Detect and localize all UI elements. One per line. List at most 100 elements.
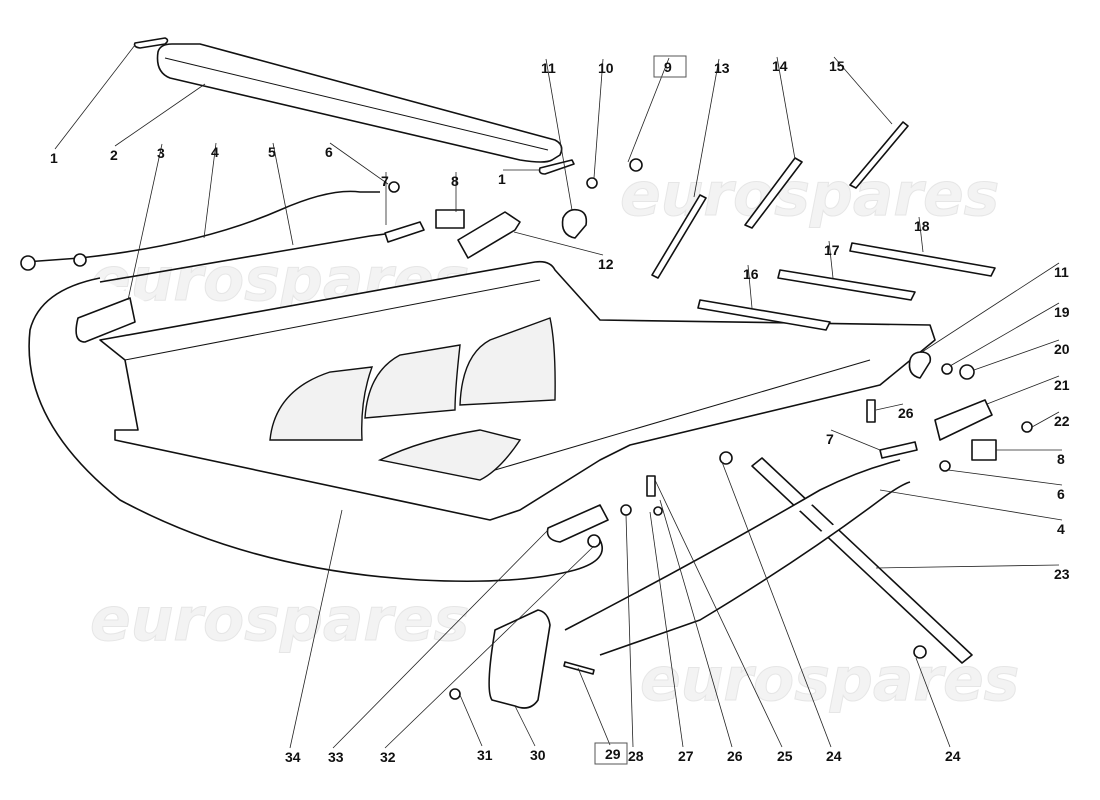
part-stud-26-lower[interactable] [646, 475, 656, 497]
callout-c32[interactable]: 32 [380, 749, 396, 765]
leader-line-c15 [833, 56, 893, 125]
callout-box-c29 [594, 742, 628, 765]
callout-c27[interactable]: 27 [678, 748, 694, 764]
part-stud-7-upper[interactable] [384, 221, 425, 243]
part-spoiler-bar[interactable] [156, 43, 563, 163]
part-nut-20[interactable] [959, 364, 975, 380]
callout-c29[interactable]: 29 [605, 746, 621, 762]
part-stud-7-lower[interactable] [879, 441, 918, 459]
part-bracket-33[interactable] [546, 504, 609, 543]
part-cable-lower[interactable] [564, 459, 911, 656]
part-slat-17[interactable] [777, 269, 916, 301]
callout-c12[interactable]: 12 [598, 256, 614, 272]
part-grommet-32[interactable] [587, 534, 601, 548]
part-engine-lid-tray[interactable] [99, 260, 936, 521]
callout-c13[interactable]: 13 [714, 60, 730, 76]
part-louvre-13[interactable] [651, 194, 707, 279]
part-block-8-upper[interactable] [435, 209, 465, 229]
callout-c14[interactable]: 14 [772, 58, 788, 74]
callout-c31[interactable]: 31 [477, 747, 493, 763]
part-bolt-6-upper[interactable] [388, 181, 400, 193]
callout-c6b[interactable]: 6 [1057, 486, 1065, 502]
callout-c25[interactable]: 25 [777, 748, 793, 764]
callout-c21[interactable]: 21 [1054, 377, 1070, 393]
callout-c28[interactable]: 28 [628, 748, 644, 764]
part-ball-stud-24-lower[interactable] [913, 645, 927, 659]
part-bolt-6-lower[interactable] [939, 460, 951, 472]
callout-c5[interactable]: 5 [268, 144, 276, 160]
callout-c3[interactable]: 3 [157, 145, 165, 161]
part-latch-21[interactable] [934, 399, 993, 441]
callout-c2[interactable]: 2 [110, 147, 118, 163]
watermark-group: eurospares eurospares eurospares eurospa… [90, 160, 1020, 716]
callout-c17[interactable]: 17 [824, 242, 840, 258]
part-screw-22[interactable] [1021, 421, 1033, 433]
leader-line-c4b [879, 489, 1063, 521]
callout-c9[interactable]: 9 [664, 59, 672, 75]
callout-c22[interactable]: 22 [1054, 413, 1070, 429]
callout-c6a[interactable]: 6 [325, 144, 333, 160]
callout-c7b[interactable]: 7 [826, 431, 834, 447]
callout-c10[interactable]: 10 [598, 60, 614, 76]
leader-line-c26a [875, 403, 904, 411]
leader-line-c29 [577, 667, 611, 746]
part-screw-27[interactable] [653, 506, 663, 516]
callout-c4a[interactable]: 4 [211, 144, 219, 160]
callout-c11a[interactable]: 11 [541, 60, 556, 76]
leader-line-c21 [986, 375, 1060, 405]
part-screw-9[interactable] [629, 158, 643, 172]
callout-c7a[interactable]: 7 [381, 173, 389, 189]
part-screw-10[interactable] [586, 177, 598, 189]
callout-c20[interactable]: 20 [1054, 341, 1070, 357]
callout-c34[interactable]: 34 [285, 749, 301, 765]
part-bracket-3[interactable] [75, 297, 136, 343]
leader-line-c28 [625, 514, 634, 748]
callout-c1b[interactable]: 1 [498, 171, 506, 187]
leader-line-c26b [659, 499, 733, 748]
part-slat-18[interactable] [849, 242, 996, 277]
leader-line-c20 [973, 339, 1060, 371]
part-slat-16[interactable] [697, 299, 831, 331]
leader-line-c11b [921, 262, 1060, 353]
part-bump-stop-11-lower[interactable] [908, 351, 932, 379]
part-cable-5[interactable] [99, 233, 386, 283]
part-gas-strut-23[interactable] [751, 457, 973, 664]
leader-line-c23 [875, 564, 1060, 569]
callout-c26b[interactable]: 26 [727, 748, 743, 764]
leader-line-c30 [514, 705, 536, 747]
part-ball-stud-24-upper[interactable] [719, 451, 733, 465]
callout-c30[interactable]: 30 [530, 747, 546, 763]
part-louvre-14[interactable] [744, 157, 803, 229]
part-cable-4[interactable] [20, 190, 380, 271]
part-washer-19[interactable] [941, 363, 953, 375]
callout-c33[interactable]: 33 [328, 749, 344, 765]
callout-c26a[interactable]: 26 [898, 405, 914, 421]
callout-c24b[interactable]: 24 [945, 748, 961, 764]
callout-c15[interactable]: 15 [829, 58, 845, 74]
part-handle-30[interactable] [488, 609, 551, 709]
callout-c24a[interactable]: 24 [826, 748, 842, 764]
callout-c19[interactable]: 19 [1054, 304, 1070, 320]
callout-c8b[interactable]: 8 [1057, 451, 1065, 467]
part-latch-plate-12[interactable] [457, 211, 521, 259]
part-louvre-15[interactable] [849, 121, 909, 189]
part-bump-stop-11-upper[interactable] [561, 208, 588, 239]
callout-c1a[interactable]: 1 [50, 150, 58, 166]
part-block-8-lower[interactable] [971, 439, 997, 461]
callout-c18[interactable]: 18 [914, 218, 930, 234]
part-stud-26-upper[interactable] [866, 399, 876, 423]
callout-c4b[interactable]: 4 [1057, 521, 1065, 537]
leader-line-c14 [776, 56, 796, 160]
part-washer-28[interactable] [620, 504, 632, 516]
callout-c23[interactable]: 23 [1054, 566, 1070, 582]
callout-c16[interactable]: 16 [743, 266, 759, 282]
part-pin-29[interactable] [563, 661, 595, 675]
part-screw-31[interactable] [449, 688, 461, 700]
callout-c11b[interactable]: 11 [1054, 264, 1069, 280]
callout-c8a[interactable]: 8 [451, 173, 459, 189]
leader-line-c24b [915, 657, 951, 748]
leader-line-c34 [289, 509, 343, 749]
leader-line-c16 [747, 264, 753, 309]
